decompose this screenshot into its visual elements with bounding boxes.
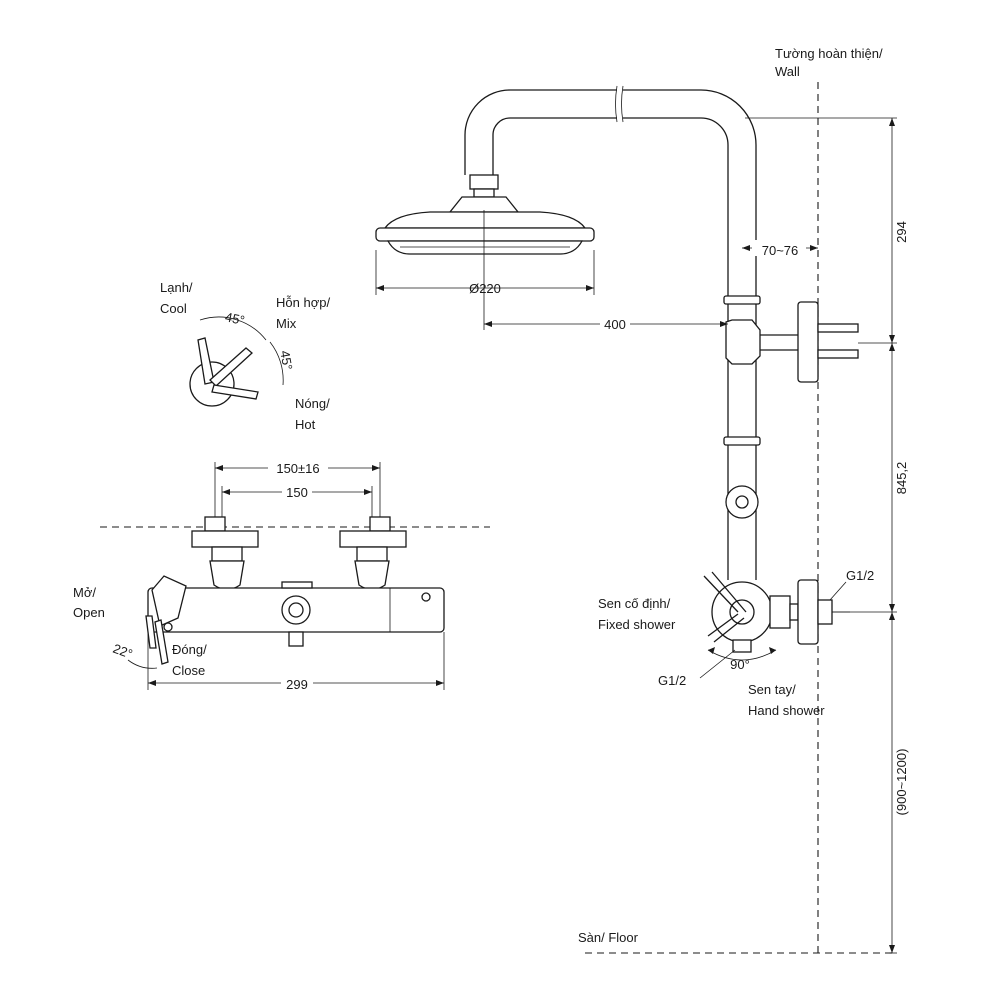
fixed-shower-label-vi: Sen cố định/ — [598, 596, 671, 611]
floor-reference: Sàn/ Floor — [578, 930, 895, 954]
thread-bottom-label: G1/2 — [658, 673, 686, 688]
wall-reference: Tường hoàn thiện/ Wall — [775, 46, 883, 955]
open-label-en: Open — [73, 605, 105, 620]
hot-label-vi: Nóng/ — [295, 396, 330, 411]
dim-inlet-spacing: 150 — [286, 485, 308, 500]
hot-label-en: Hot — [295, 417, 316, 432]
fixed-shower-label-en: Fixed shower — [598, 617, 676, 632]
shower-head: Ø220 — [375, 196, 595, 296]
shower-pipe — [464, 85, 859, 580]
thread-top-label: G1/2 — [846, 568, 874, 583]
floor-label: Sàn/ Floor — [578, 930, 639, 945]
mix-label-en: Mix — [276, 316, 297, 331]
dim-head-diameter: Ø220 — [469, 281, 501, 296]
dim-arm-reach: 400 — [604, 317, 626, 332]
dim-wall-offset: 70~76 — [762, 243, 799, 258]
handle-angle-diagram: 45° 45° Lạnh/ Cool Hỗn hợp/ Mix Nóng/ Ho… — [160, 280, 330, 432]
reach-dimension: 400 — [483, 210, 728, 332]
close-label-en: Close — [172, 663, 205, 678]
offset-dimension: 70~76 — [742, 240, 818, 258]
angle-divert-label: 90° — [730, 657, 750, 672]
mix-label-vi: Hỗn hợp/ — [276, 295, 330, 310]
wall-label-en: Wall — [775, 64, 800, 79]
hand-shower-label-vi: Sen tay/ — [748, 682, 796, 697]
dim-body-length: 299 — [286, 677, 308, 692]
open-label-vi: Mở/ — [73, 585, 96, 600]
mixer-front-view: 22° Mở/ Open Đóng/ Close 150±16 150 299 — [73, 459, 490, 692]
dim-top-height: 294 — [894, 221, 909, 243]
wall-label-vi: Tường hoàn thiện/ — [775, 46, 883, 61]
dim-column-height: 845,2 — [894, 462, 909, 495]
dim-inlet-spacing-range: 150±16 — [276, 461, 319, 476]
cool-label-vi: Lạnh/ — [160, 280, 193, 295]
cool-label-en: Cool — [160, 301, 187, 316]
angle-hot-label: 45° — [277, 349, 295, 371]
mixer-side-view: G1/2 90° G1/2 Sen cố định/ Fixed shower … — [598, 568, 874, 718]
close-label-vi: Đóng/ — [172, 642, 207, 657]
angle-mix-label: 45° — [224, 309, 246, 328]
height-dimensions: 294 845,2 (900~1200) — [745, 117, 909, 954]
angle-open-label: 22° — [111, 641, 135, 662]
dim-mount-height: (900~1200) — [894, 749, 909, 816]
hand-shower-label-en: Hand shower — [748, 703, 825, 718]
